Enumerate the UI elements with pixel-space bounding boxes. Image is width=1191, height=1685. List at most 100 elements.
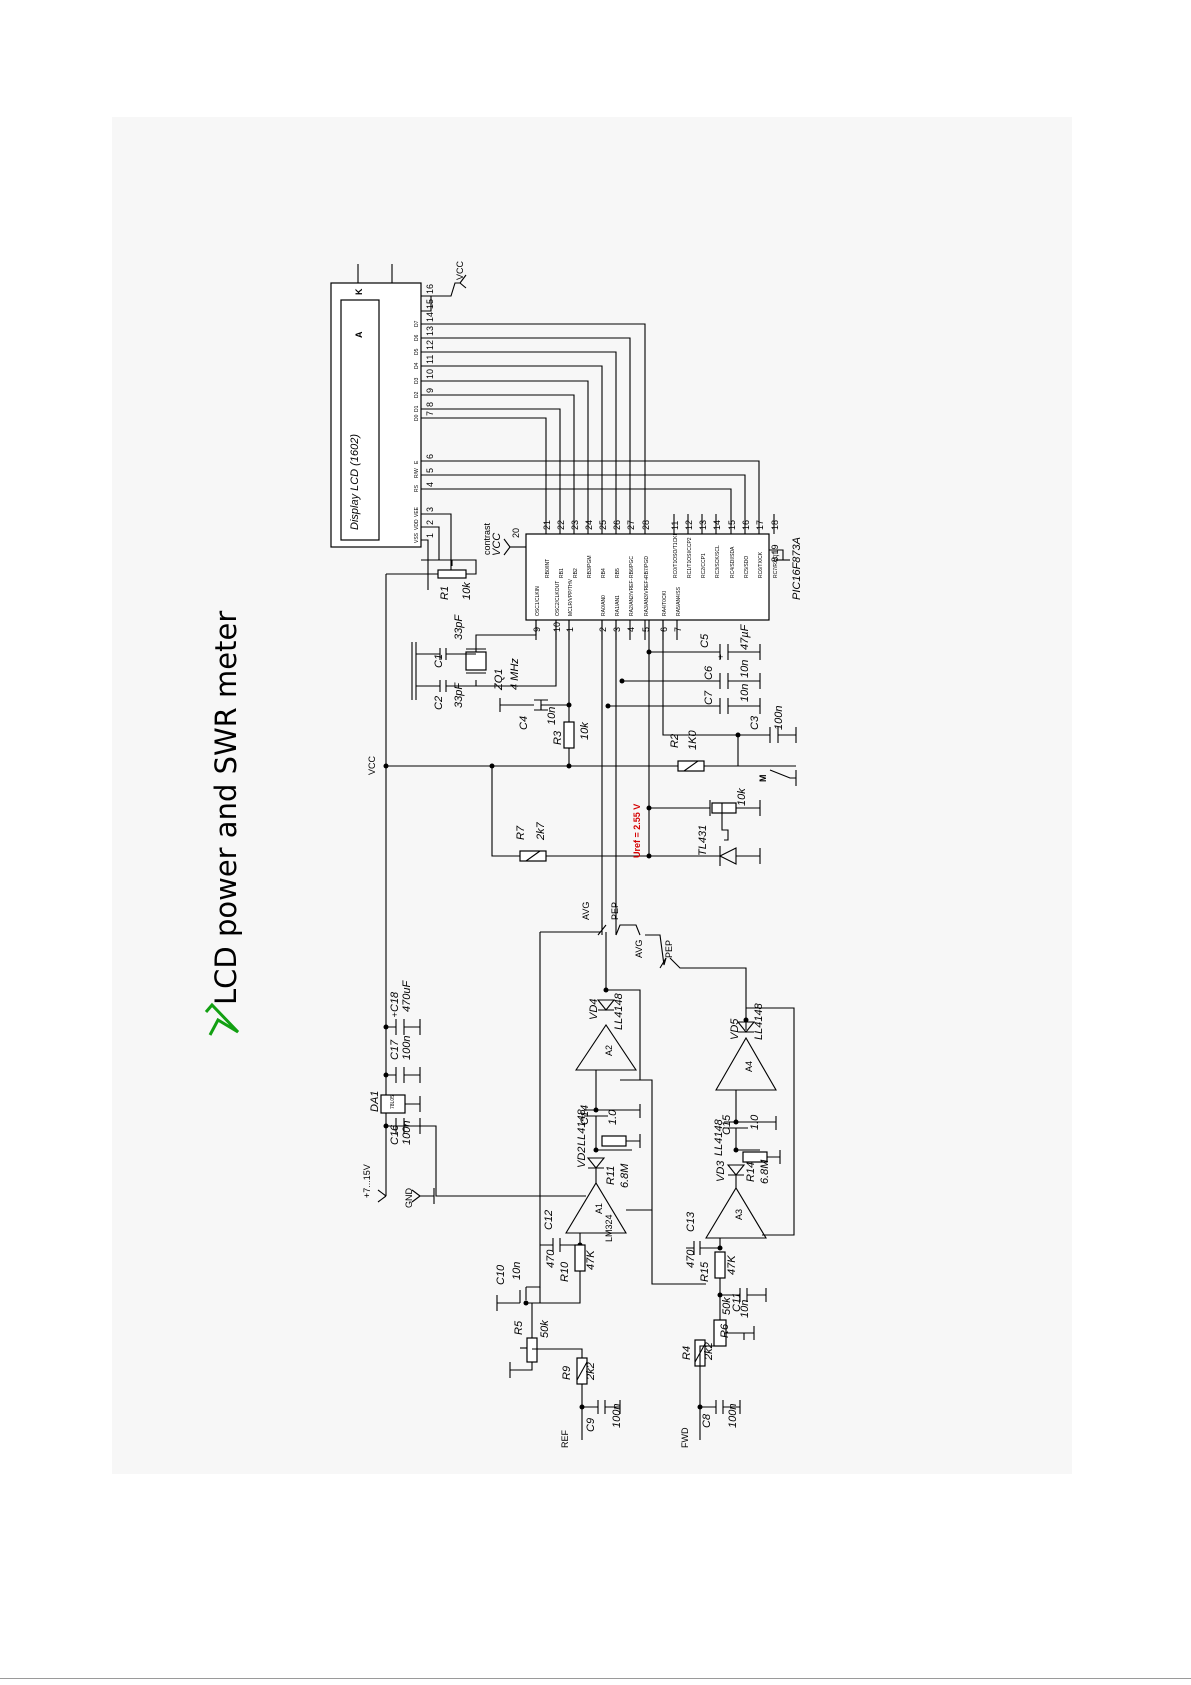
lcd-pin-number: 3 — [425, 507, 435, 512]
mcu-pin-number: 7 — [673, 627, 683, 632]
a2-label: A2 — [604, 1045, 614, 1056]
lcd-k: K — [354, 288, 364, 295]
c4-value: 10n — [546, 707, 558, 725]
c17-value: 100n — [401, 1036, 413, 1060]
mcu-pin-name: RC5/SDO — [744, 556, 750, 578]
mcu-pin-name: RB7/PGD — [644, 556, 650, 578]
r5-value: 50k — [539, 1320, 551, 1338]
lcd-pin-name: D0 — [414, 414, 420, 421]
mcu-pin-name: RA4/T0CKI — [662, 591, 668, 616]
lcd-pin-name: D3 — [414, 377, 420, 384]
mcu-pin-number: 5 — [641, 627, 651, 632]
mcu-pin-number: 27 — [626, 520, 636, 530]
lcd-pin-name: D2 — [414, 391, 420, 398]
c6-value: 10n — [739, 660, 751, 678]
lcd-pin-name: D5 — [414, 348, 420, 355]
a4-label: A4 — [744, 1061, 754, 1072]
lcd-pin-number: 8 — [425, 402, 435, 407]
pep-label-1: PEP — [610, 902, 620, 920]
c9-value: 100n — [611, 1404, 623, 1428]
mcu-pin-name: RB5 — [615, 568, 621, 578]
switch-m-label: M — [758, 775, 768, 783]
r9-label: R9 — [561, 1366, 573, 1380]
r3-value: 10k — [579, 722, 591, 740]
mcu-pin-number: 4 — [626, 627, 636, 632]
mcu-pin-number: 9 — [532, 627, 542, 632]
mcu-pin-number: 10 — [552, 622, 562, 632]
lcd-pin-name: R/W — [414, 468, 420, 478]
tl431-label: TL431 — [697, 825, 709, 856]
mcu-pin-number: 18 — [770, 520, 780, 530]
mcu-pin-name: MCLR/VPP/THV — [568, 578, 574, 616]
mcu-pin-number: 22 — [556, 520, 566, 530]
r4-label: R4 — [681, 1346, 693, 1360]
mcu-pin-name: RA3/AN3/VREF+ — [644, 577, 650, 616]
mcu-pin-number: 17 — [755, 520, 765, 530]
mcu-pin-name: RC7/RX/DT — [773, 552, 779, 578]
c16-label: C16 — [389, 1124, 401, 1145]
vd5-value: LL4148 — [753, 1002, 765, 1040]
gnd-label[interactable]: GND — [404, 1188, 414, 1209]
c9-label: C9 — [585, 1418, 597, 1432]
c12-label: C12 — [543, 1210, 555, 1230]
lcd-a: A — [354, 331, 364, 338]
vd3-label: VD3 — [715, 1160, 727, 1182]
mcu-pin-name: RA0/AN0 — [601, 595, 607, 616]
c2-label: C2 — [433, 696, 445, 710]
mcu-pin-name: RC0/T1OSO/T1CKI — [673, 534, 679, 578]
c15-value: 1.0 — [749, 1114, 761, 1130]
opamp-a1 — [565, 1181, 627, 1234]
r5-label: R5 — [513, 1320, 525, 1335]
vd5-label: VD5 — [729, 1018, 741, 1040]
r7-label: R7 — [515, 825, 527, 840]
contrast-label: contrast — [482, 522, 492, 555]
uref-label: Uref = 2.55 V — [632, 804, 642, 858]
ref-input: C10 10n R5 50k R9 2k2 C9 100n REF — [495, 1262, 623, 1448]
r6-label: R6 — [719, 1323, 731, 1338]
pep-label-2: PEP — [664, 940, 674, 958]
c12-value: 470 — [545, 1249, 557, 1268]
r2-value: 1K0 — [687, 730, 699, 750]
lcd-vcc-label: VCC — [455, 260, 465, 280]
vcc-rail-label: VCC — [367, 755, 377, 775]
lcd-pin-name: D4 — [414, 362, 420, 369]
r9-value: 2k2 — [585, 1362, 597, 1381]
mcu-pin-number: 8,19 — [770, 544, 780, 562]
mcu-pin-name: RC3/SCK/SCL — [715, 545, 721, 578]
ref-input-label[interactable]: REF — [560, 1429, 570, 1448]
page-divider — [0, 1678, 1191, 1679]
fwd-input-label[interactable]: FWD — [680, 1427, 690, 1448]
oscillator: C1 33pF C2 33pF ZQ1 4 MHz — [411, 614, 557, 710]
vin-label[interactable]: +7...15V — [362, 1164, 372, 1198]
r14-label: R14 — [745, 1162, 757, 1182]
mcu-pin-name: RA5/AN4/SS — [676, 586, 682, 616]
mcu-pin-number: 11 — [670, 521, 680, 530]
lcd-pin-name: D7 — [414, 320, 420, 327]
lcd-pin-name: D1 — [414, 405, 420, 412]
c18-label: C18 — [389, 991, 401, 1012]
r1-value: 10k — [461, 582, 473, 600]
c3-label: C3 — [749, 715, 761, 730]
da1-label: DA1 — [369, 1091, 381, 1112]
lcd-pin-name: E — [414, 460, 420, 464]
c7-label: C7 — [703, 690, 715, 705]
c11-value: 10n — [739, 1300, 751, 1318]
mcu-pin-number: 1 — [565, 627, 575, 632]
mcu-pin-number: 12 — [684, 520, 694, 530]
mcu-pin-name: RA1/AN1 — [615, 595, 621, 616]
lcd-pin-number: 16 — [425, 284, 435, 294]
mcu-pin-number: 26 — [612, 520, 622, 530]
vd4-label: VD4 — [588, 999, 600, 1020]
mcu-pin-number: 28 — [641, 520, 651, 530]
r6-value: 50k — [721, 1297, 733, 1315]
lcd-pin-number: 14 — [425, 312, 435, 322]
r7-value: 2k7 — [535, 821, 547, 841]
c16-value: 100n — [401, 1121, 413, 1145]
c6-label: C6 — [703, 665, 715, 680]
decoupling-caps: C5 + 47µF C6 10n C7 10n — [605, 620, 761, 714]
c7-value: 10n — [739, 684, 751, 702]
r10-value: 47K — [585, 1250, 597, 1270]
lcd-pin-number: 2 — [425, 520, 435, 525]
mcu-pin-name: RC6/TX/CK — [758, 551, 764, 578]
